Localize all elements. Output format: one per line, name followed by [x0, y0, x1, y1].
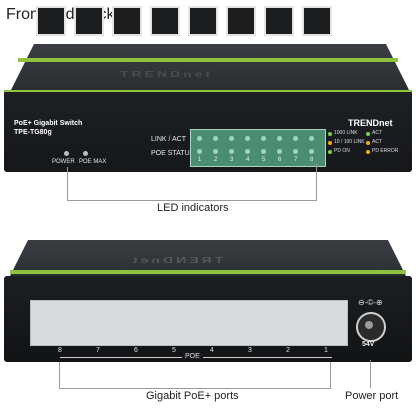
front-port-num: 6 — [278, 157, 282, 163]
back-port-num: 3 — [248, 347, 252, 354]
ethernet-port-5[interactable] — [150, 6, 180, 36]
poe-status-label: POE STATUS — [151, 150, 195, 157]
front-port-num: 3 — [230, 157, 234, 163]
led-link-4 — [245, 136, 250, 141]
legend-green-dot — [366, 132, 370, 136]
polarity-icon: ⊖-©-⊕ — [358, 298, 383, 307]
ethernet-port-2[interactable] — [264, 6, 294, 36]
legend-item: 10 / 100 LINK — [334, 139, 365, 145]
front-port-num: 2 — [214, 157, 218, 163]
power-port-callout: Power port — [345, 390, 399, 402]
ethernet-port-7[interactable] — [74, 6, 104, 36]
legend-amber-dot — [366, 141, 370, 145]
back-accent-stripe — [10, 270, 406, 274]
ethernet-port-block — [30, 300, 348, 346]
model-line-2: TPE-TG80g — [14, 129, 52, 136]
led-link-8 — [309, 136, 314, 141]
ethernet-port-6[interactable] — [112, 6, 142, 36]
callout-line — [67, 200, 317, 201]
power-label: POWER — [52, 159, 75, 165]
link-act-label: LINK / ACT — [151, 136, 187, 143]
led-link-3 — [229, 136, 234, 141]
back-port-num: 6 — [134, 347, 138, 354]
power-jack-pin — [365, 321, 373, 329]
led-poe-1 — [197, 149, 202, 154]
led-link-7 — [293, 136, 298, 141]
front-port-num: 7 — [294, 157, 298, 163]
led-poe-3 — [229, 149, 234, 154]
front-accent-stripe — [18, 58, 398, 62]
front-port-num: 8 — [310, 157, 314, 163]
model-line-1: PoE+ Gigabit Switch — [14, 120, 83, 127]
callout-line — [370, 360, 371, 388]
callout-line — [59, 362, 60, 389]
top-brand-logo-front: TRENDnet — [120, 69, 214, 79]
led-indicators-callout: LED indicators — [157, 202, 229, 214]
callout-line — [67, 167, 68, 201]
back-port-num: 8 — [58, 347, 62, 354]
led-link-6 — [277, 136, 282, 141]
ethernet-port-4[interactable] — [188, 6, 218, 36]
front-port-num: 1 — [198, 157, 202, 163]
led-poe-6 — [277, 149, 282, 154]
front-face-accent — [4, 90, 412, 92]
legend-green-dot — [328, 132, 332, 136]
poe-label: POE — [182, 353, 203, 360]
front-port-num: 4 — [246, 157, 250, 163]
legend-item: ACT — [372, 139, 382, 145]
callout-line — [316, 164, 317, 201]
legend-item: 1000 LINK — [334, 130, 358, 136]
legend-item: PD ERROR — [372, 148, 399, 154]
led-poe-8 — [309, 149, 314, 154]
voltage-label: 54V — [362, 341, 375, 348]
led-poe-7 — [293, 149, 298, 154]
brand-logo-front: TRENDnet — [348, 118, 393, 128]
back-port-num: 7 — [96, 347, 100, 354]
legend-amber-dot — [328, 141, 332, 145]
callout-line — [330, 362, 331, 389]
callout-line — [59, 388, 331, 389]
poe-ports-callout: Gigabit PoE+ ports — [146, 390, 239, 402]
ethernet-port-3[interactable] — [226, 6, 256, 36]
poe-max-label: POE MAX — [79, 159, 107, 165]
legend-item: PD ON — [334, 148, 350, 154]
switch-top-front — [10, 44, 410, 92]
power-led — [64, 151, 69, 156]
ethernet-port-1[interactable] — [302, 6, 332, 36]
led-link-1 — [197, 136, 202, 141]
legend-green-dot — [328, 150, 332, 154]
back-port-num: 2 — [286, 347, 290, 354]
led-link-5 — [261, 136, 266, 141]
back-port-num: 1 — [324, 347, 328, 354]
poe-max-led — [83, 151, 88, 156]
back-port-num: 5 — [172, 347, 176, 354]
led-link-2 — [213, 136, 218, 141]
legend-amber-dot — [366, 150, 370, 154]
back-port-num: 4 — [210, 347, 214, 354]
top-brand-logo-back: TRENDnet — [130, 255, 224, 265]
legend-item: ACT — [372, 130, 382, 136]
led-poe-2 — [213, 149, 218, 154]
led-poe-5 — [261, 149, 266, 154]
led-poe-4 — [245, 149, 250, 154]
ethernet-port-8[interactable] — [36, 6, 66, 36]
front-port-num: 5 — [262, 157, 266, 163]
led-panel — [190, 129, 326, 167]
